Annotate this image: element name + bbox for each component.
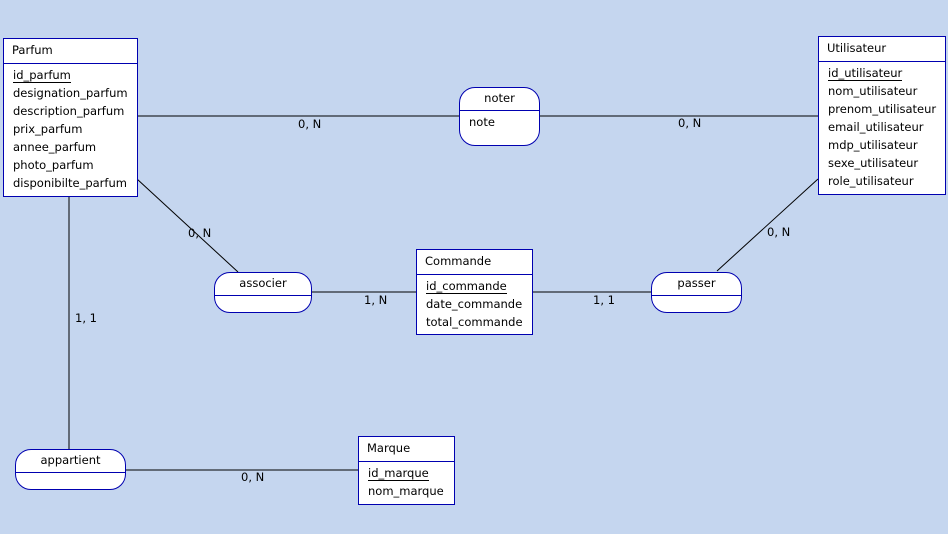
entity-attribute: photo_parfum bbox=[13, 158, 94, 172]
entity-utilisateur[interactable]: Utilisateur id_utilisateur nom_utilisateu… bbox=[818, 36, 946, 195]
entity-commande[interactable]: Commande id_commande date_commande total_c… bbox=[416, 249, 533, 335]
entity-commande-attributes: id_commande date_commande total_commande bbox=[417, 275, 532, 331]
link-utilisateur-passer bbox=[716, 178, 819, 272]
entity-attribute: prix_parfum bbox=[13, 122, 83, 136]
entity-attribute: prenom_utilisateur bbox=[828, 102, 937, 116]
cardinality-commande-associer: 1, N bbox=[364, 293, 388, 307]
association-associer[interactable]: associer bbox=[214, 272, 312, 313]
cardinality-parfum-associer: 0, N bbox=[188, 226, 212, 240]
primary-key-attribute: id_marque bbox=[368, 466, 429, 481]
association-noter-name: noter bbox=[460, 88, 539, 111]
cardinality-utilisateur-passer: 0, N bbox=[767, 225, 791, 239]
entity-attribute: nom_utilisateur bbox=[828, 84, 918, 98]
entity-marque-name: Marque bbox=[359, 437, 454, 462]
association-passer-name: passer bbox=[652, 273, 741, 296]
entity-utilisateur-attributes: id_utilisateur nom_utilisateur prenom_util… bbox=[819, 62, 945, 190]
entity-attribute: description_parfum bbox=[13, 104, 125, 118]
primary-key-attribute: id_parfum bbox=[13, 68, 71, 83]
association-passer[interactable]: passer bbox=[651, 272, 742, 313]
primary-key-attribute: id_utilisateur bbox=[828, 66, 903, 81]
cardinality-parfum-noter: 0, N bbox=[298, 117, 322, 131]
association-noter-attributes: note bbox=[460, 111, 539, 131]
entity-attribute: role_utilisateur bbox=[828, 174, 914, 188]
entity-attribute: disponibilte_parfum bbox=[13, 176, 127, 190]
entity-attribute: mdp_utilisateur bbox=[828, 138, 918, 152]
entity-attribute: annee_parfum bbox=[13, 140, 97, 154]
entity-marque-attributes: id_marque nom_marque bbox=[359, 462, 454, 500]
entity-attribute: email_utilisateur bbox=[828, 120, 924, 134]
entity-parfum-name: Parfum bbox=[4, 39, 137, 64]
entity-utilisateur-name: Utilisateur bbox=[819, 37, 945, 62]
cardinality-commande-passer: 1, 1 bbox=[593, 293, 615, 307]
cardinality-parfum-appartient: 1, 1 bbox=[75, 311, 97, 325]
association-noter-attribute: note bbox=[469, 115, 495, 129]
association-noter[interactable]: noter note bbox=[459, 87, 540, 146]
entity-attribute: total_commande bbox=[426, 315, 523, 329]
entity-parfum-attributes: id_parfum designation_parfum description_p… bbox=[4, 64, 137, 192]
link-parfum-associer bbox=[136, 178, 239, 273]
entity-attribute: nom_marque bbox=[368, 484, 444, 498]
entity-commande-name: Commande bbox=[417, 250, 532, 275]
entity-marque[interactable]: Marque id_marque nom_marque bbox=[358, 436, 455, 505]
entity-attribute: date_commande bbox=[426, 297, 523, 311]
entity-attribute: designation_parfum bbox=[13, 86, 128, 100]
primary-key-attribute: id_commande bbox=[426, 279, 507, 294]
association-associer-name: associer bbox=[215, 273, 311, 296]
cardinality-utilisateur-noter: 0, N bbox=[678, 116, 702, 130]
association-appartient[interactable]: appartient bbox=[15, 449, 126, 490]
entity-attribute: sexe_utilisateur bbox=[828, 156, 919, 170]
cardinality-marque-appartient: 0, N bbox=[241, 470, 265, 484]
association-appartient-name: appartient bbox=[16, 450, 125, 473]
